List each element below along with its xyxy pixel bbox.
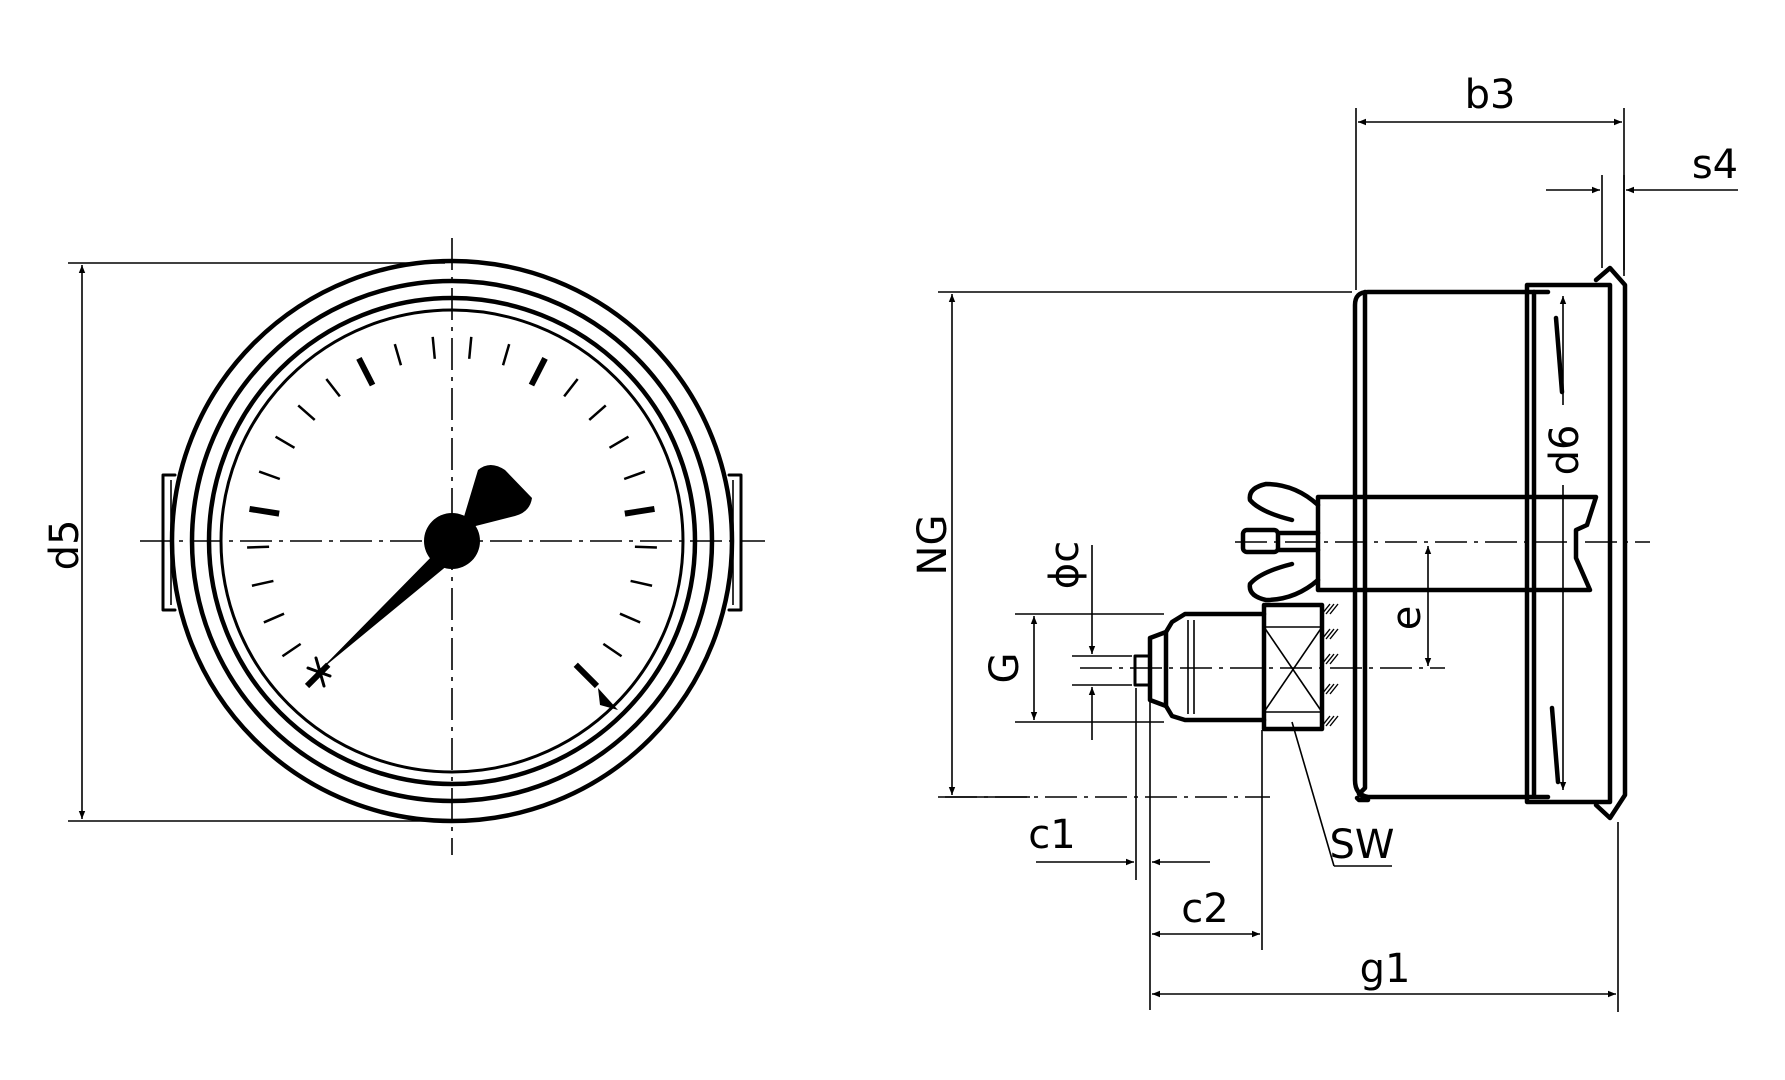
side-view: b3 s4 d6 NG ϕc <box>910 72 1738 1012</box>
pointer-needle <box>306 465 532 688</box>
g1-label: g1 <box>1360 946 1411 992</box>
minor-tick <box>602 642 623 658</box>
hatch-line <box>1325 653 1335 665</box>
major-tick <box>624 505 655 517</box>
weld-hatching <box>1321 603 1339 727</box>
e-label: e <box>1384 606 1430 631</box>
minor-tick <box>501 343 511 366</box>
minor-tick <box>263 612 285 624</box>
bezel-ring-side <box>1524 265 1628 821</box>
hatch-line <box>1325 715 1335 727</box>
threaded-stem <box>1133 611 1267 723</box>
hatch-line <box>1329 653 1339 665</box>
hatch-line <box>1321 683 1331 695</box>
minor-tick <box>431 336 437 359</box>
major-tick <box>528 356 548 387</box>
c1-dimension: c1 <box>1028 688 1210 880</box>
minor-tick <box>630 579 653 587</box>
major-tick <box>356 356 376 387</box>
sw-leader: SW <box>1291 721 1395 868</box>
dial-scale-ticks <box>247 336 657 689</box>
minor-tick <box>619 612 641 624</box>
hatch-line <box>1329 683 1339 695</box>
minor-tick <box>467 336 473 359</box>
minor-tick <box>281 642 302 658</box>
g-dimension: G <box>982 613 1164 723</box>
minor-tick <box>325 378 341 398</box>
b3-label: b3 <box>1465 72 1516 118</box>
s4-label: s4 <box>1692 142 1738 188</box>
e-dimension: e <box>1384 546 1432 666</box>
minor-tick <box>393 343 403 366</box>
hatch-line <box>1321 653 1331 665</box>
hatch-line <box>1321 628 1331 640</box>
c2-dimension: c2 <box>1149 730 1263 1010</box>
left-clamp <box>161 473 177 612</box>
major-tick <box>573 662 600 689</box>
hatch-line <box>1325 628 1335 640</box>
c2-label: c2 <box>1181 886 1228 932</box>
s4-dimension: s4 <box>1546 142 1738 270</box>
minor-tick <box>608 435 630 449</box>
major-tick <box>249 505 280 517</box>
hatch-line <box>1325 683 1335 695</box>
minor-tick <box>251 579 274 587</box>
hatch-line <box>1329 603 1339 615</box>
end-stop-marker <box>598 688 618 710</box>
minor-tick <box>247 545 270 549</box>
minor-tick <box>258 470 281 481</box>
c1-label: c1 <box>1028 812 1075 858</box>
minor-tick <box>623 470 646 481</box>
hatch-line <box>1321 715 1331 727</box>
d5-dimension: d5 <box>42 262 445 822</box>
phi-c-dimension: ϕc <box>1042 541 1132 740</box>
hatch-line <box>1329 628 1339 640</box>
hatch-line <box>1321 603 1331 615</box>
minor-tick <box>274 435 296 449</box>
ng-label: NG <box>910 515 956 576</box>
d6-dimension: d6 <box>1542 296 1588 790</box>
minor-tick <box>563 378 579 398</box>
minor-tick <box>297 404 316 421</box>
connection-socket <box>1261 602 1339 732</box>
ng-dimension: NG <box>910 291 1352 798</box>
g1-dimension: g1 <box>1152 822 1619 1012</box>
b3-dimension: b3 <box>1355 72 1625 290</box>
right-clamp <box>727 473 743 612</box>
g-label: G <box>982 653 1028 684</box>
mounting-bracket <box>1240 481 1599 603</box>
case-body <box>1354 289 1371 803</box>
d5-label: d5 <box>42 520 88 571</box>
hatch-line <box>1329 715 1339 727</box>
d6-label: d6 <box>1542 425 1588 476</box>
sw-label: SW <box>1330 822 1395 868</box>
minor-tick <box>634 545 657 549</box>
phi-c-label: ϕc <box>1042 541 1088 589</box>
major-tick <box>304 662 331 689</box>
front-view: d5 <box>42 238 765 855</box>
hatch-line <box>1325 603 1335 615</box>
minor-tick <box>588 404 607 421</box>
